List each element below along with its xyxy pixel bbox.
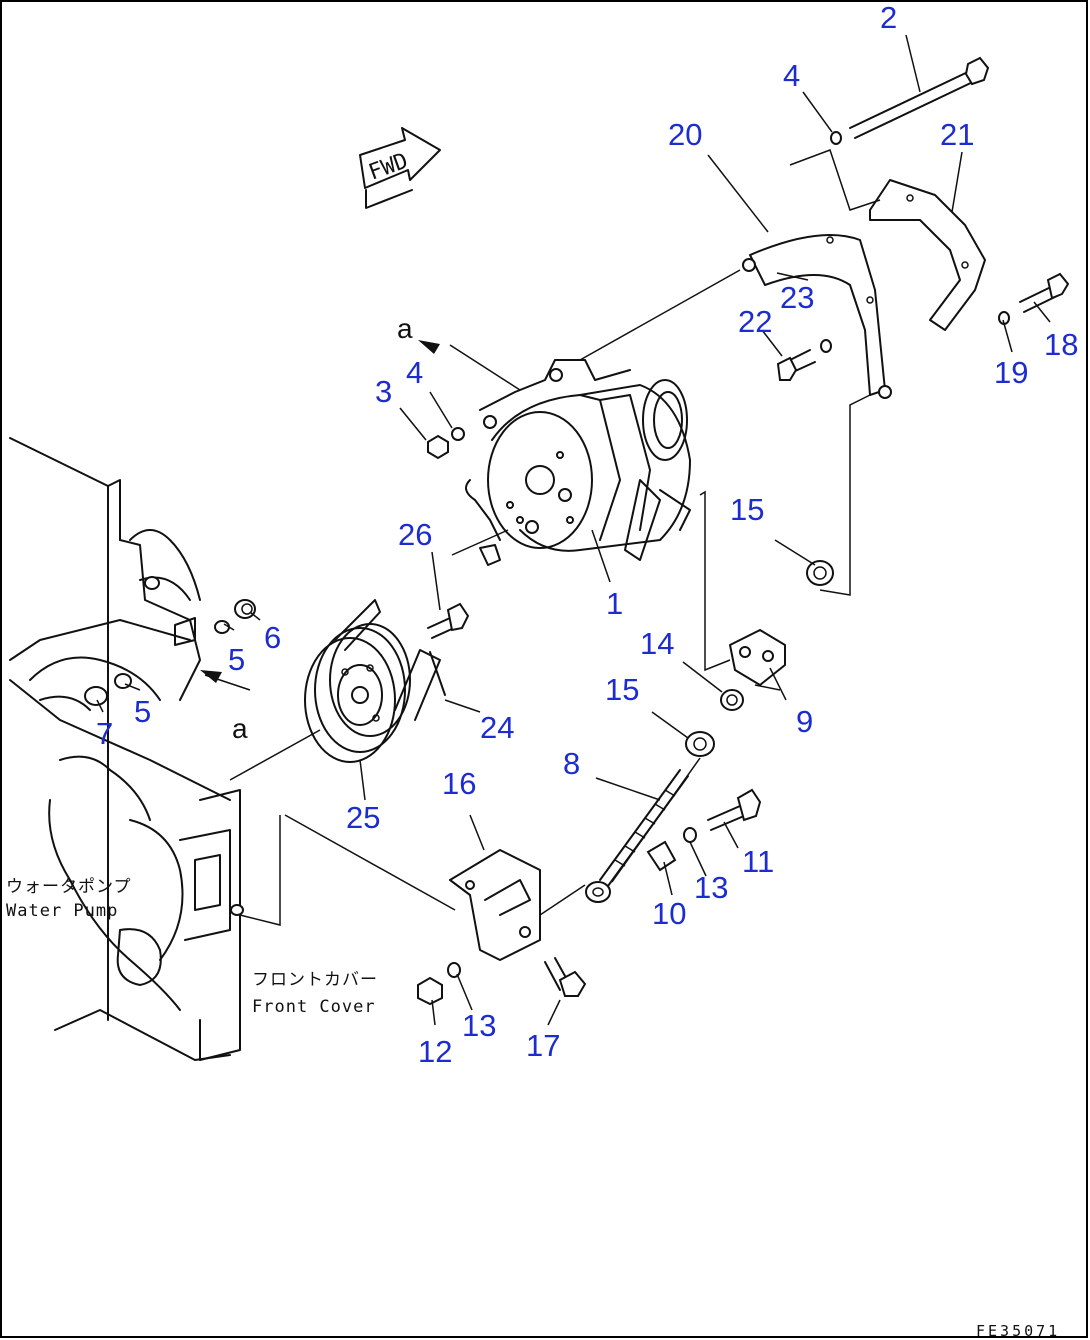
fan-guard-20	[742, 234, 892, 399]
v-belt-24	[334, 599, 446, 721]
fwd-arrow-icon: FWD	[359, 127, 441, 209]
figure-code: FE35071	[976, 1322, 1060, 1340]
pulley-25	[304, 623, 411, 763]
callout-24: 24	[480, 710, 514, 745]
front-cover-label-en: Front Cover	[252, 997, 376, 1017]
callout-4-top: 4	[783, 58, 800, 93]
callout-23: 23	[780, 280, 814, 315]
callout-7: 7	[96, 716, 113, 751]
callout-11: 11	[742, 844, 774, 879]
callout-25: 25	[346, 800, 380, 835]
callout-5-top: 5	[228, 642, 245, 677]
callout-4-left: 4	[406, 355, 423, 390]
spacers-14-15	[685, 560, 834, 757]
callout-8: 8	[563, 746, 580, 781]
callout-21: 21	[940, 117, 974, 152]
marker-a-top: a	[397, 313, 413, 344]
bolt-11-spacer-10	[646, 788, 762, 872]
callout-14: 14	[640, 626, 674, 661]
engine-front-cover	[9, 437, 244, 1061]
view-arrow-a-icon	[200, 340, 440, 683]
fwd-label: FWD	[366, 149, 412, 186]
marker-a-left: a	[232, 713, 248, 744]
callout-1: 1	[606, 586, 623, 621]
callout-15-mid: 15	[605, 672, 639, 707]
callout-26: 26	[398, 517, 432, 552]
adjuster-9	[729, 629, 786, 686]
leader-lines	[96, 34, 1051, 1026]
cover-21	[869, 179, 986, 331]
callout-12: 12	[418, 1034, 452, 1069]
bolt-18-washer-19	[998, 272, 1070, 325]
water-pump-label-en: Water Pump	[6, 901, 118, 921]
callout-18: 18	[1044, 327, 1078, 362]
callout-20: 20	[668, 117, 702, 152]
alternator	[465, 359, 691, 566]
water-pump-label-jp: ウォータポンプ	[6, 877, 132, 897]
callout-2: 2	[880, 0, 897, 35]
callout-numbers: 2 4 20 21 23 22 18 19 3 4 15 26 1 6 5 14…	[96, 0, 1078, 1069]
callout-19: 19	[994, 355, 1028, 390]
callout-13-low: 13	[462, 1008, 496, 1043]
adjusting-rod-8	[585, 769, 689, 903]
bolt-26	[427, 602, 470, 639]
bracket-16	[449, 849, 541, 961]
callout-6: 6	[264, 620, 281, 655]
seal-rings-5-6	[214, 599, 256, 634]
long-bolt-2	[830, 56, 990, 145]
callout-17: 17	[526, 1028, 560, 1063]
callout-15-top: 15	[730, 492, 764, 527]
callout-9: 9	[796, 704, 813, 739]
callout-13-right: 13	[694, 870, 728, 905]
callout-22: 22	[738, 304, 772, 339]
callout-5-low: 5	[134, 694, 151, 729]
nut-washer-3-4	[427, 427, 465, 460]
callout-16: 16	[442, 766, 476, 801]
bolt-22	[776, 339, 832, 381]
front-cover-label-jp: フロントカバー	[252, 970, 378, 990]
callout-10: 10	[652, 896, 686, 931]
callout-3: 3	[375, 374, 392, 409]
nut-12-washer-13-bolt-17	[417, 957, 587, 1006]
